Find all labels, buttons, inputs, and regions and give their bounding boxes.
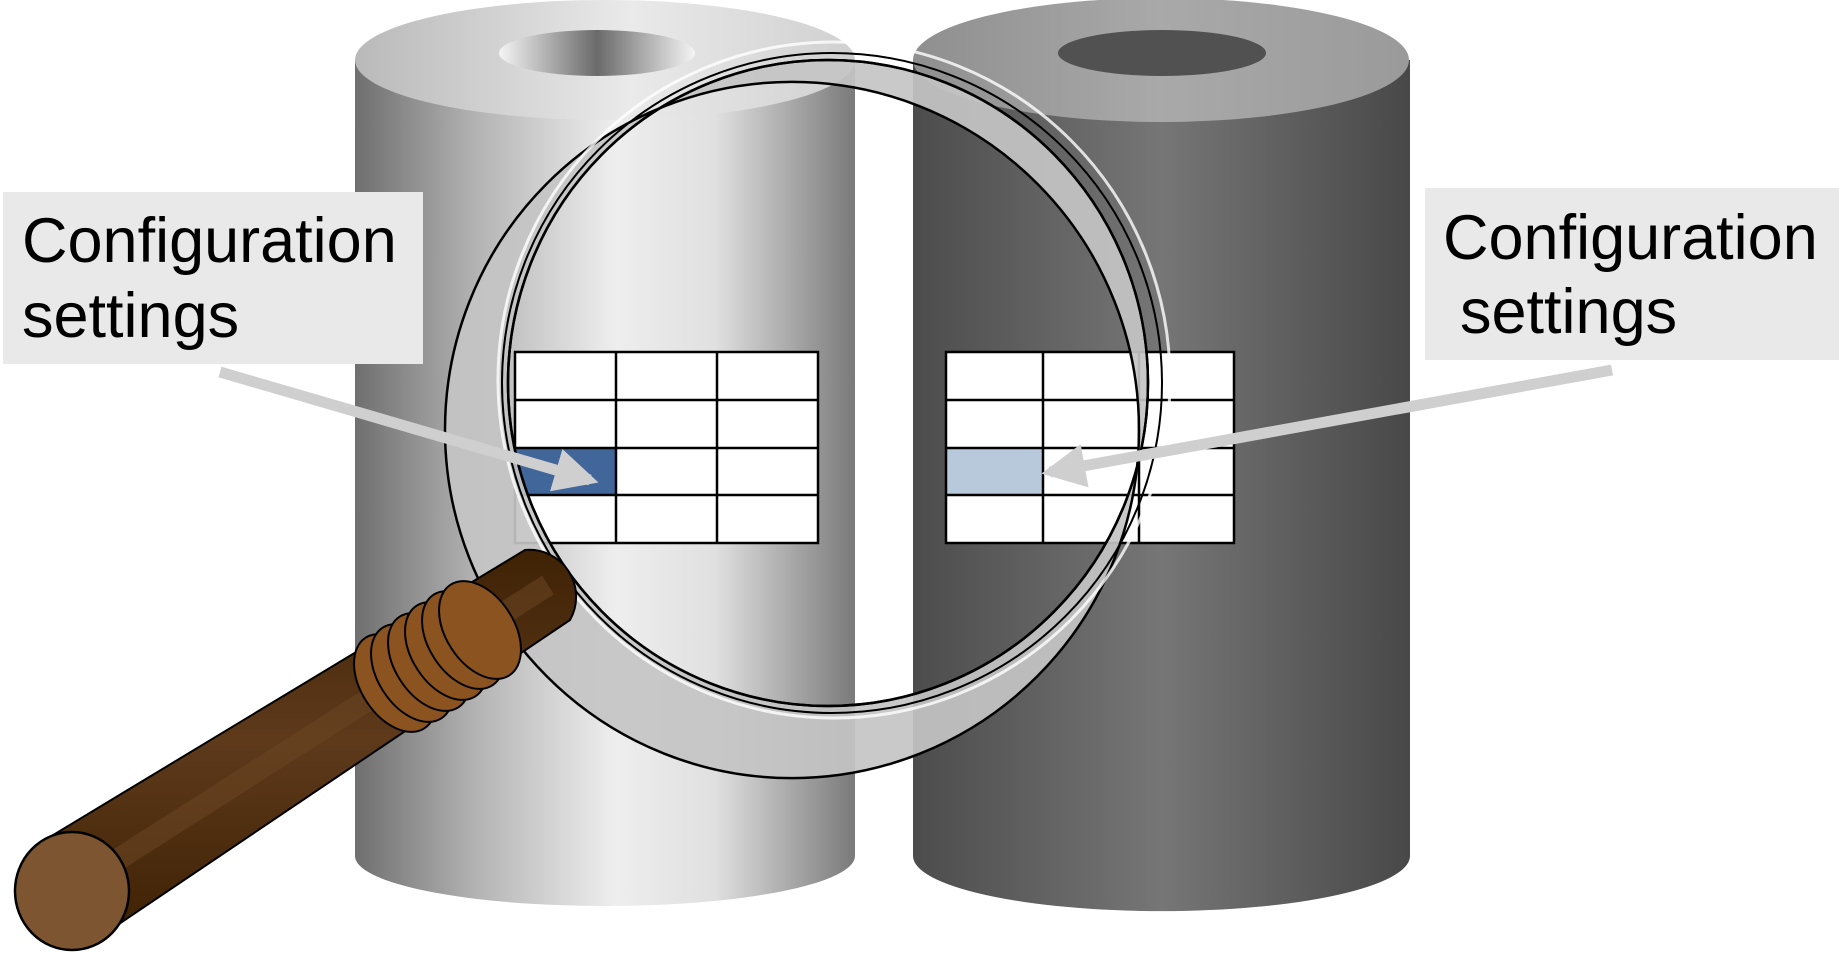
right-callout: Configuration settings (1425, 188, 1839, 360)
right-table-highlight-cell (946, 448, 1043, 495)
left-settings-table (515, 352, 818, 543)
left-callout-line2: settings (22, 281, 239, 351)
right-callout-line1: Configuration (1443, 203, 1818, 273)
left-callout: Configuration settings (3, 192, 423, 364)
right-callout-line2: settings (1460, 277, 1677, 347)
left-callout-line1: Configuration (22, 206, 397, 276)
